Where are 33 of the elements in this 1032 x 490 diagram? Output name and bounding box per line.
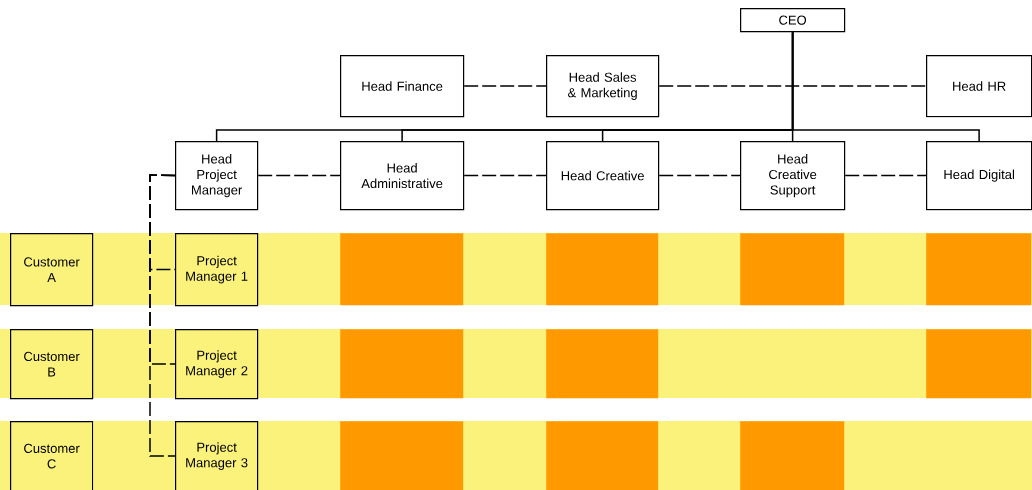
filled-block	[546, 233, 659, 306]
org-box: Head Project Manager	[175, 141, 259, 211]
connector-line	[791, 31, 980, 142]
role-box: Customer B	[10, 329, 94, 400]
filled-block	[740, 421, 845, 490]
role-box: Customer A	[10, 233, 94, 307]
org-box: Head Creative	[546, 141, 660, 211]
org-box: Head Administrative	[340, 141, 465, 211]
role-box: Project Manager 3	[175, 421, 259, 490]
role-box: Customer C	[10, 421, 94, 490]
filled-block	[340, 233, 464, 306]
filled-block	[340, 421, 464, 490]
filled-block	[546, 329, 659, 399]
dashed-line	[149, 174, 176, 457]
org-box: CEO	[740, 8, 846, 33]
filled-block	[740, 233, 845, 306]
filled-block	[340, 329, 464, 399]
dashed-line	[463, 85, 547, 87]
filled-block	[546, 421, 659, 490]
role-box: Project Manager 2	[175, 329, 259, 400]
org-box: Head Sales & Marketing	[546, 55, 660, 118]
dashed-line	[658, 85, 927, 87]
dashed-line	[463, 174, 547, 177]
dashed-line	[844, 174, 927, 177]
dashed-line	[658, 174, 741, 177]
role-box: Project Manager 1	[175, 233, 259, 307]
filled-block	[926, 233, 1032, 306]
org-box: Head Finance	[340, 55, 465, 118]
org-box: Head Creative Support	[740, 141, 846, 211]
dashed-line	[257, 174, 341, 177]
org-box: Head HR	[926, 55, 1032, 118]
org-box: Head Digital	[926, 141, 1032, 211]
filled-block	[926, 329, 1032, 399]
